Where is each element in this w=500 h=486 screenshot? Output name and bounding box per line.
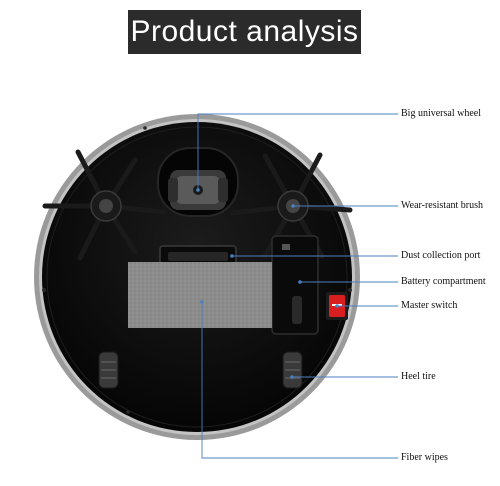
label-big-universal-wheel: Big universal wheel — [401, 108, 481, 119]
page-title: Product analysis — [128, 10, 361, 54]
leader-big-universal-wheel — [197, 113, 398, 190]
label-master-switch: Master switch — [401, 300, 458, 311]
label-battery-compartment: Battery compartment — [401, 276, 486, 287]
fiber-wipes-pad — [128, 262, 272, 328]
left-heel-tire — [98, 351, 119, 389]
label-wear-resistant-brush: Wear-resistant brush — [401, 200, 484, 211]
battery-compartment — [271, 235, 319, 335]
label-fiber-wipes: Fiber wipes — [401, 452, 448, 463]
left-brush-hub — [90, 190, 122, 222]
leader-lines — [197, 113, 398, 459]
right-heel-tire — [282, 351, 303, 389]
label-dust-collection-port: Dust collection port — [401, 250, 481, 261]
universal-wheel — [157, 147, 239, 217]
label-heel-tire: Heel tire — [401, 371, 436, 382]
leader-dots — [196, 188, 339, 379]
leader-fiber-wipes — [201, 302, 398, 459]
